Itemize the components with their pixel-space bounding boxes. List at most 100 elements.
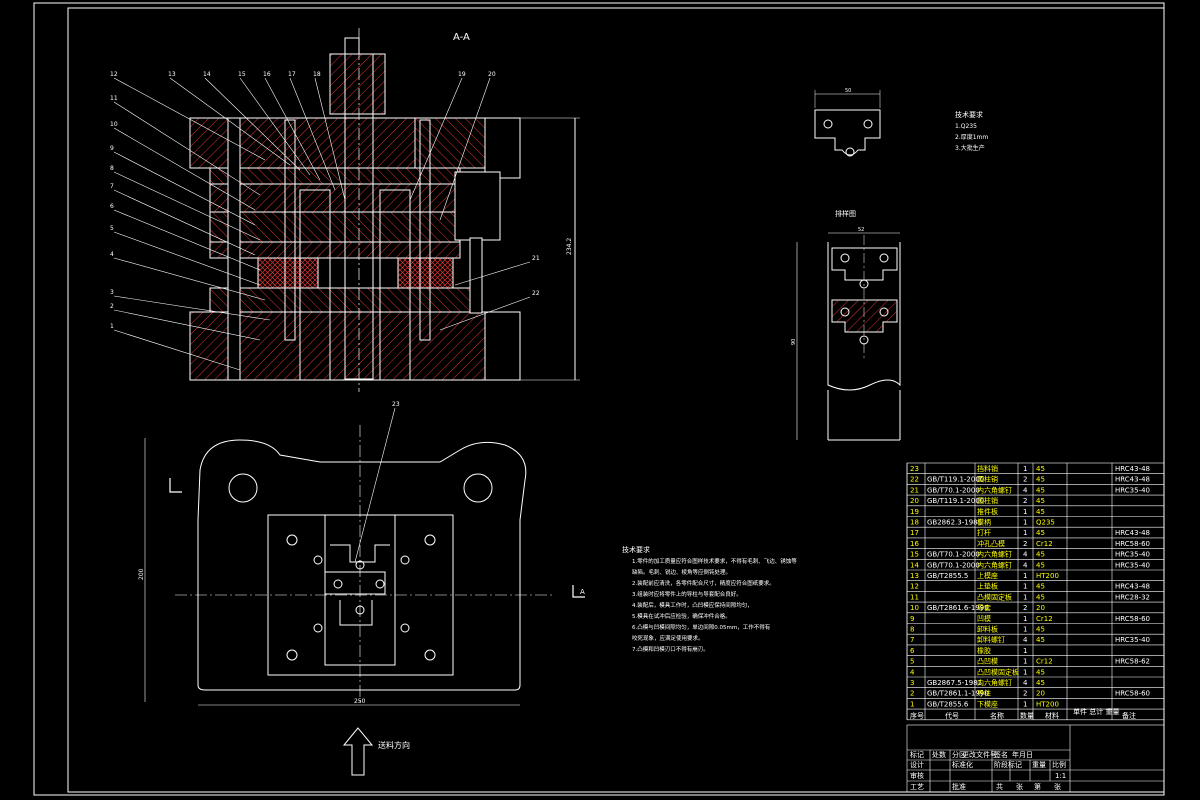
tb-standard: 标准化 bbox=[952, 760, 973, 769]
layout-title: 排样图 bbox=[835, 209, 856, 218]
bom-header-no: 序号 bbox=[910, 711, 924, 720]
bom-cell-mat: 45 bbox=[1036, 476, 1045, 484]
bom-cell-qty: 1 bbox=[1023, 658, 1027, 666]
bom-cell-mat: HT200 bbox=[1036, 700, 1059, 708]
callout-3: 3 bbox=[110, 289, 114, 296]
bom-cell-no: 8 bbox=[910, 626, 914, 634]
tech-req-7: 6.凸模与凹模间隙均匀，单边间隙0.05mm，工作不得有 bbox=[632, 623, 771, 631]
tech-req-9: 7.凸模和凹模刃口不得有崩刃。 bbox=[632, 645, 709, 653]
bom-cell-note: HRC43-48 bbox=[1115, 583, 1150, 591]
bom-cell-mat: Cr12 bbox=[1036, 658, 1053, 666]
bom-cell-no: 5 bbox=[910, 658, 914, 666]
bom-header-weight: 单件 总计 重量 bbox=[1073, 707, 1119, 716]
bom-cell-code: GB2862.3-1981 bbox=[927, 519, 982, 527]
bom-cell-no: 2 bbox=[910, 690, 914, 698]
section-title: A-A bbox=[453, 32, 470, 43]
callout-5: 5 bbox=[110, 225, 114, 232]
bom-cell-name: 模柄 bbox=[977, 518, 991, 527]
bom-cell-note: HRC28-32 bbox=[1115, 593, 1150, 601]
title-block-text: 标记 处数 分区 更改文件号 签名 年月日 设计 标准化 审核 工艺 批准 阶段… bbox=[910, 750, 1066, 791]
tb-approve: 批准 bbox=[952, 782, 966, 791]
tech-req-8: 咬死现象，应满足使用要求。 bbox=[632, 634, 704, 642]
bom-header-mat: 材料 bbox=[1045, 711, 1059, 720]
callout-4: 4 bbox=[110, 251, 114, 258]
tech-req-2: 缺陷。毛刺、锐边、棱角等应倒钝处理。 bbox=[632, 568, 731, 576]
bom-cell-name: 凸模固定板 bbox=[977, 592, 1012, 601]
bom-cell-mat: 45 bbox=[1036, 508, 1045, 516]
bom-cell-qty: 2 bbox=[1023, 690, 1027, 698]
bom-cell-note: HRC58-60 bbox=[1115, 615, 1150, 623]
bom-cell-mat: 45 bbox=[1036, 626, 1045, 634]
callout-17: 17 bbox=[288, 71, 296, 78]
bom-cell-mat: 45 bbox=[1036, 551, 1045, 559]
callout-15: 15 bbox=[238, 71, 246, 78]
bom-cell-mat: 20 bbox=[1036, 604, 1045, 612]
bom-header-name: 名称 bbox=[990, 711, 1004, 720]
bom-cell-qty: 4 bbox=[1023, 486, 1028, 494]
bom-cell-no: 20 bbox=[910, 497, 919, 505]
bom-cell-mat: 45 bbox=[1036, 583, 1045, 591]
tb-date: 年月日 bbox=[1012, 750, 1033, 759]
bom-cell-code: GB/T70.1-2000 bbox=[927, 561, 980, 569]
callout-22: 22 bbox=[532, 290, 540, 297]
bom-cell-mat: 45 bbox=[1036, 561, 1045, 569]
tb-review: 审核 bbox=[910, 771, 924, 780]
bom-cell-no: 10 bbox=[910, 604, 919, 612]
callouts-right: 21 22 23 bbox=[354, 255, 540, 563]
bom-cell-qty: 4 bbox=[1023, 551, 1028, 559]
bom-cell-qty: 1 bbox=[1023, 615, 1027, 623]
bom-cell-name: 导套 bbox=[977, 603, 991, 612]
product-req-2: 2.厚度1mm bbox=[955, 133, 988, 141]
product-drawing bbox=[814, 90, 881, 157]
bom-cell-note: HRC35-40 bbox=[1115, 551, 1150, 559]
bom-cell-name: 挡料销 bbox=[977, 464, 998, 473]
tb-mark: 标记 bbox=[910, 750, 924, 759]
bom-cell-note: HRC43-48 bbox=[1115, 529, 1150, 537]
bom-cell-qty: 1 bbox=[1023, 572, 1027, 580]
bom-cell-name: 圆柱销 bbox=[977, 475, 998, 484]
bom-cell-mat: 45 bbox=[1036, 636, 1045, 644]
callout-6: 6 bbox=[110, 203, 114, 210]
callouts-left: 12 13 14 15 16 17 18 19 20 11 10 9 8 7 6… bbox=[110, 71, 496, 371]
layout-width-dim: 52 bbox=[858, 227, 864, 233]
tb-count: 处数 bbox=[932, 750, 946, 759]
tb-stage: 阶段标记 bbox=[994, 760, 1022, 769]
callout-18: 18 bbox=[313, 71, 321, 78]
bom-cell-name: 导柱 bbox=[977, 689, 991, 698]
callout-12: 12 bbox=[110, 71, 118, 78]
bom-cell-name: 推件板 bbox=[977, 507, 998, 516]
product-title: 技术要求 bbox=[955, 110, 983, 119]
bom-cell-qty: 2 bbox=[1023, 497, 1027, 505]
bom-cell-mat: 45 bbox=[1036, 679, 1045, 687]
tech-req-4: 3.组装时应将零件上的导柱与导套配合良好。 bbox=[632, 590, 742, 598]
bom-cell-name: 凹模 bbox=[977, 614, 991, 623]
plan-view bbox=[144, 425, 585, 706]
bom-cell-name: 内六角螺钉 bbox=[977, 678, 1012, 687]
callout-2: 2 bbox=[110, 303, 114, 310]
bom-cell-no: 23 bbox=[910, 465, 919, 473]
tb-zone: 分区 bbox=[952, 750, 966, 759]
product-width-dim: 50 bbox=[845, 88, 851, 94]
bom-cell-mat: Cr12 bbox=[1036, 540, 1053, 548]
callout-10: 10 bbox=[110, 121, 118, 128]
bom-cell-note: HRC58-62 bbox=[1115, 658, 1150, 666]
bom-cell-name: 下模座 bbox=[977, 699, 998, 708]
bom-cell-qty: 1 bbox=[1023, 668, 1027, 676]
bom-cell-code: GB/T119.1-2000 bbox=[927, 497, 984, 505]
tb-scale: 1:1 bbox=[1055, 772, 1066, 780]
bom-table bbox=[906, 462, 1165, 721]
bom-cell-note: HRC35-40 bbox=[1115, 486, 1150, 494]
bom-cell-qty: 1 bbox=[1023, 593, 1027, 601]
bom-cell-qty: 1 bbox=[1023, 465, 1027, 473]
callout-16: 16 bbox=[263, 71, 271, 78]
bom-cell-mat: Q235 bbox=[1036, 519, 1055, 527]
layout-height-dim: 90 bbox=[791, 339, 797, 345]
bom-cell-qty: 1 bbox=[1023, 626, 1027, 634]
bom-cell-name: 凸凹模固定板 bbox=[977, 667, 1019, 676]
product-req-3: 3.大批生产 bbox=[955, 144, 985, 152]
section-mark-a: A bbox=[580, 588, 585, 596]
feed-direction-label: 送料方向 bbox=[378, 740, 410, 750]
inner-frame bbox=[67, 7, 1165, 793]
bom-cell-mat: 45 bbox=[1036, 593, 1045, 601]
